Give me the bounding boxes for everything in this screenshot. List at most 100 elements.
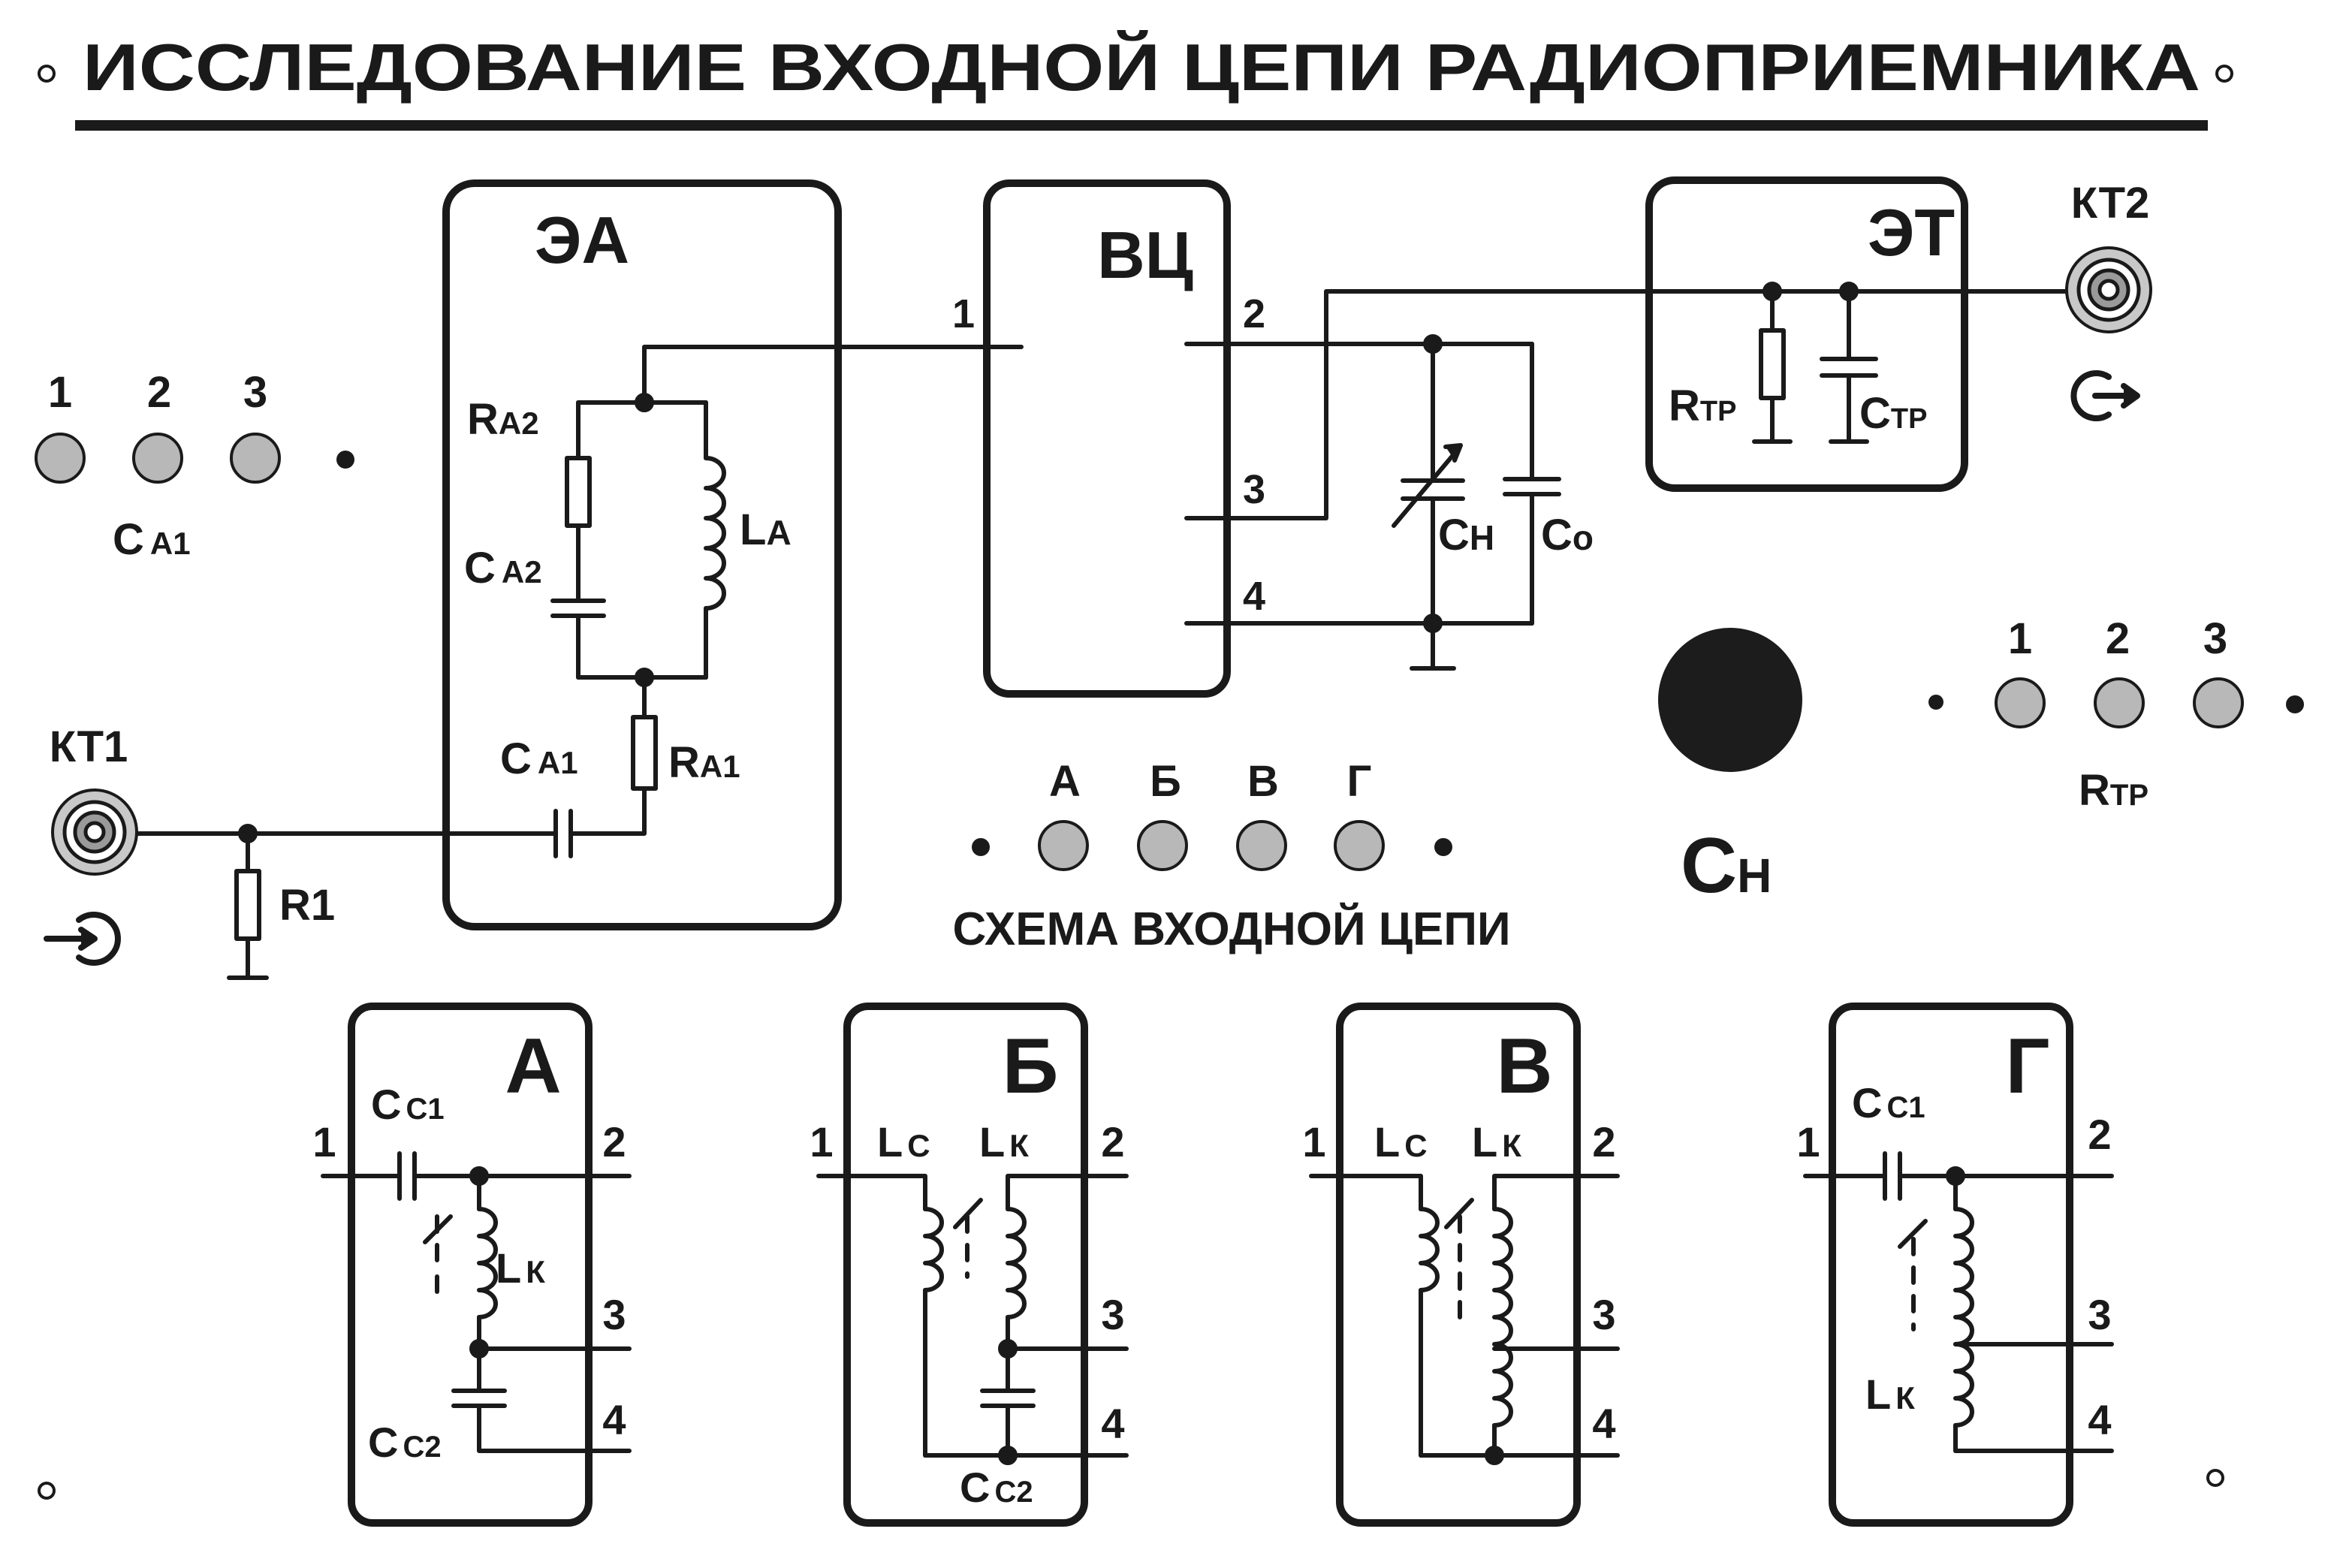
block-ea	[442, 179, 842, 930]
scheme-v-letter: В	[1496, 1023, 1552, 1110]
scheme-b-pin-1: 1	[810, 1118, 833, 1165]
scheme-g-pin-1: 1	[1796, 1118, 1820, 1165]
ca1-pos-3[interactable]	[230, 433, 281, 484]
circuit-pos-b-label: Б	[1150, 757, 1181, 806]
vc-pin-4: 4	[1243, 574, 1265, 619]
rtp-pos-3[interactable]	[2193, 677, 2244, 728]
scheme-b-letter: Б	[1003, 1023, 1059, 1110]
vc-pin-2: 2	[1243, 291, 1265, 336]
mount-hole-br	[2206, 1469, 2224, 1487]
circuit-pos-v-label: В	[1247, 757, 1279, 806]
main-circuit	[1184, 282, 2090, 671]
scheme-b	[816, 1003, 1129, 1527]
rtp-pos-2[interactable]	[2094, 677, 2145, 728]
circuit-indicator-dot-left	[972, 838, 990, 856]
scheme-g-pin-2: 2	[2088, 1111, 2111, 1158]
circuit-indicator-dot-right	[1434, 838, 1452, 856]
ca1-pos-2[interactable]	[132, 433, 183, 484]
mount-hole-bl	[38, 1482, 56, 1500]
mount-hole-tl	[38, 65, 56, 83]
scheme-a-pin-2: 2	[602, 1118, 626, 1165]
scheme-v	[1309, 1003, 1620, 1527]
block-vc	[983, 179, 1231, 698]
vc-pin-3: 3	[1243, 467, 1265, 512]
rtp-indicator-dot-left	[1928, 695, 1943, 710]
circuit-pos-g-label: Г	[1347, 757, 1372, 806]
mount-hole-tr	[2215, 65, 2233, 83]
scheme-b-pin-2: 2	[1101, 1118, 1124, 1165]
scheme-b-pin-3: 3	[1101, 1291, 1124, 1338]
rtp-pos-3-label: 3	[2203, 614, 2227, 663]
circuit-pos-a[interactable]	[1038, 820, 1089, 871]
ca1-pos-1[interactable]	[35, 433, 86, 484]
label-rtp: RТР	[1669, 381, 1736, 430]
rtp-indicator-dot-right	[2286, 695, 2304, 713]
ca1-pos-3-label: 3	[243, 368, 267, 417]
ch-knob-label: CН	[1681, 822, 1772, 909]
kt2-label: КТ2	[2071, 179, 2150, 228]
circuit-pos-a-label: А	[1049, 757, 1081, 806]
output-icon	[2070, 370, 2140, 421]
rtp-pos-1[interactable]	[1995, 677, 2046, 728]
scheme-v-pin-1: 1	[1302, 1118, 1325, 1165]
label-ra1: RA1	[668, 738, 740, 787]
label-r1: R1	[279, 881, 335, 930]
ca1-pos-2-label: 2	[147, 368, 171, 417]
kt2-jack[interactable]	[2065, 246, 2152, 333]
circuit-pos-v[interactable]	[1236, 820, 1287, 871]
scheme-g	[1803, 1003, 2114, 1527]
panel-title: ИССЛЕДОВАНИЕ ВХОДНОЙ ЦЕПИ РАДИОПРИЕМНИКА	[83, 30, 2200, 104]
scheme-a	[321, 1003, 632, 1527]
circuit-pos-g[interactable]	[1334, 820, 1385, 871]
ca1-indicator-dot	[336, 451, 354, 469]
title-underline	[75, 120, 2208, 131]
scheme-g-letter: Г	[2006, 1023, 2050, 1110]
ca1-pos-1-label: 1	[48, 368, 72, 417]
scheme-b-pin-4: 4	[1101, 1400, 1124, 1447]
scheme-g-pin-3: 3	[2088, 1291, 2111, 1338]
label-la: LA	[740, 505, 792, 554]
scheme-a-pin-1: 1	[312, 1118, 336, 1165]
scheme-v-pin-4: 4	[1592, 1400, 1615, 1447]
label-co: Co	[1541, 511, 1594, 559]
scheme-a-pin-3: 3	[602, 1291, 626, 1338]
circuit-pos-b[interactable]	[1137, 820, 1188, 871]
scheme-a-letter: А	[505, 1023, 561, 1110]
label-ctp: CТР	[1859, 389, 1927, 438]
ch-tuning-knob[interactable]	[1658, 628, 1802, 772]
block-et	[1645, 176, 1968, 492]
vc-pin-1: 1	[952, 291, 975, 336]
kt1-jack[interactable]	[51, 789, 138, 876]
block-vc-label: ВЦ	[1097, 218, 1193, 292]
rtp-pos-1-label: 1	[2008, 614, 2032, 663]
circuit-switch-caption: СХЕМА ВХОДНОЙ ЦЕПИ	[952, 903, 1510, 955]
scheme-v-pin-2: 2	[1592, 1118, 1615, 1165]
scheme-v-pin-3: 3	[1592, 1291, 1615, 1338]
ea-circuit	[125, 345, 1024, 980]
label-ch: CН	[1438, 511, 1494, 559]
rtp-switch-label: RТР	[2079, 766, 2149, 815]
label-ra2: RA2	[467, 395, 539, 444]
rtp-pos-2-label: 2	[2106, 614, 2130, 663]
input-icon	[44, 912, 121, 966]
kt1-label: КТ1	[50, 722, 128, 771]
block-ea-label: ЭА	[535, 203, 629, 277]
block-et-label: ЭТ	[1868, 195, 1955, 270]
